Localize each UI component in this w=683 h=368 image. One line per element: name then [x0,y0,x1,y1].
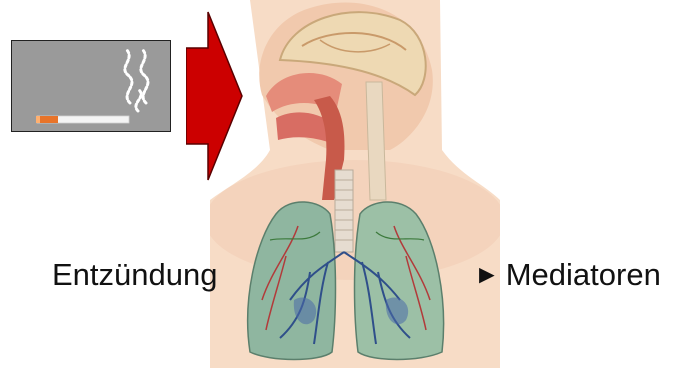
label-inflammation: Entzündung [52,257,217,293]
label-mediators-text: Mediatoren [506,257,661,292]
cigarette-icon [12,41,170,131]
triangle-right-icon: ► [474,259,500,290]
label-mediators: ►Mediatoren [474,257,661,293]
smoke-icon [125,49,148,111]
respiratory-illustration [210,0,500,368]
cigarette-panel [11,40,171,132]
